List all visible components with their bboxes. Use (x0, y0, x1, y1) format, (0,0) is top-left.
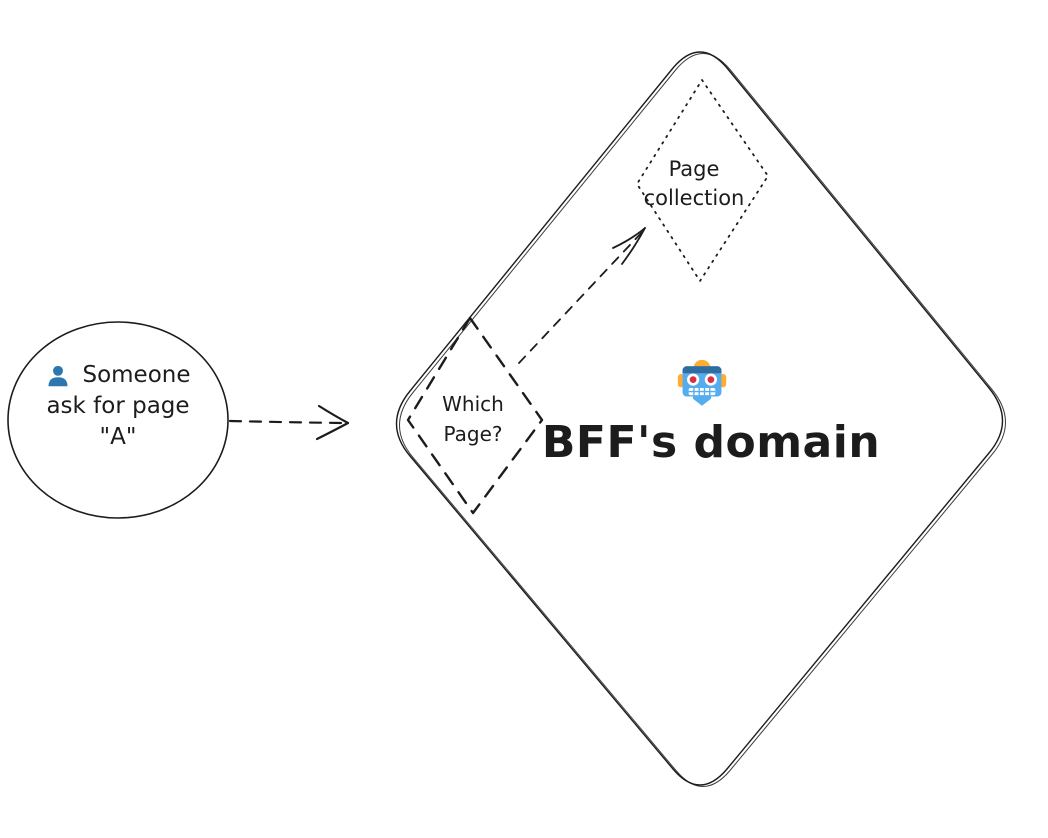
which-page-label-line1: Which (442, 392, 504, 416)
page-collection-diamond-shape (636, 79, 769, 282)
actor-label-text-2: ask for page (46, 393, 190, 419)
actor-label: Someone ask for page "A" (8, 360, 228, 453)
page-collection-label: Page collection (612, 155, 776, 213)
page-collection-label-line2: collection (643, 186, 745, 210)
flow-arrow-whichpage-to-collection (518, 227, 646, 364)
robot-icon (677, 356, 727, 406)
page-collection-label-line1: Page (668, 157, 720, 181)
which-page-label: Which Page? (402, 389, 544, 449)
bff-domain-label: BFF's domain (541, 417, 881, 468)
actor-label-text-1: Someone (82, 362, 191, 388)
actor-circle-shape (7, 321, 229, 519)
person-icon (45, 363, 71, 389)
which-page-diamond-shape (406, 316, 544, 515)
which-page-label-line2: Page? (443, 422, 503, 446)
actor-label-text-3: "A" (99, 424, 137, 450)
flow-arrow-actor-to-domain (228, 404, 350, 441)
actor-label-line1: Someone (8, 360, 228, 391)
bff-domain-diamond-shape (395, 51, 1006, 787)
